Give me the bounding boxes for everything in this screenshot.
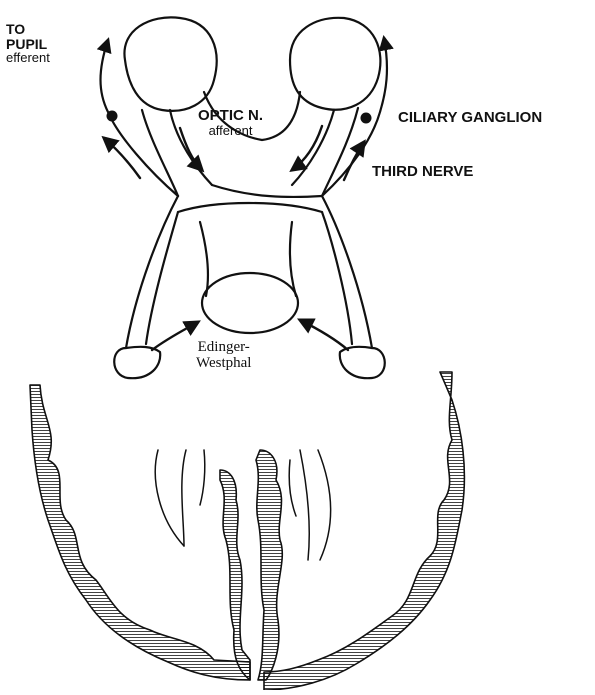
left-ciliary-ganglion-dot: [107, 111, 118, 122]
left-tract-outer: [126, 196, 178, 348]
edinger-westphal-nucleus: [202, 273, 298, 333]
right-outer-cortex-strip: [264, 372, 464, 690]
optic-line2: afferent: [198, 124, 263, 138]
right-radiation-fan-1: [300, 450, 309, 560]
optic-nerve-label: OPTIC N. afferent: [198, 108, 263, 137]
left-radiation-fan-3: [200, 450, 205, 505]
to-pupil-label: TO PUPIL efferent: [6, 22, 50, 65]
optic-line1: OPTIC N.: [198, 108, 263, 124]
left-tract-inner: [212, 185, 322, 197]
right-ciliary-ganglion-dot: [361, 113, 372, 124]
right-geniculate-bulb: [340, 347, 385, 378]
left-efferent-arrow: [104, 138, 140, 178]
to-pupil-line1: TO: [6, 22, 50, 37]
right-nucleus-connector: [290, 222, 296, 296]
left-medial-cortex-strip: [220, 470, 250, 680]
ciliary-ganglion-label: CILIARY GANGLION: [398, 110, 542, 126]
left-nucleus-arrow: [152, 322, 198, 350]
nucleus-line2: Westphal: [196, 356, 251, 372]
right-nucleus-arrow: [300, 320, 348, 350]
right-radiation-fan-3: [289, 460, 296, 516]
right-eyeball: [290, 18, 380, 110]
left-geniculate-bulb: [114, 347, 160, 378]
left-radiation-fan-2: [182, 450, 186, 546]
left-outer-cortex-strip: [30, 385, 250, 680]
nucleus-line1: Edinger-: [196, 340, 251, 356]
left-eyeball: [124, 17, 216, 110]
to-pupil-line2: PUPIL: [6, 37, 50, 52]
right-efferent-arrow: [344, 142, 364, 180]
right-tract-outer: [322, 196, 372, 348]
right-medial-cortex-strip: [256, 450, 282, 680]
right-optic-inner-lower: [322, 108, 358, 196]
right-tract-inner2: [322, 212, 352, 344]
right-radiation-fan-2: [318, 450, 331, 560]
chiasm-lower-arch: [178, 203, 322, 212]
third-nerve-label: THIRD NERVE: [372, 164, 473, 180]
left-radiation-fan-1: [155, 450, 184, 546]
to-pupil-line3: efferent: [6, 51, 50, 65]
nucleus-label: Edinger- Westphal: [196, 340, 251, 372]
left-nucleus-connector: [200, 222, 208, 296]
